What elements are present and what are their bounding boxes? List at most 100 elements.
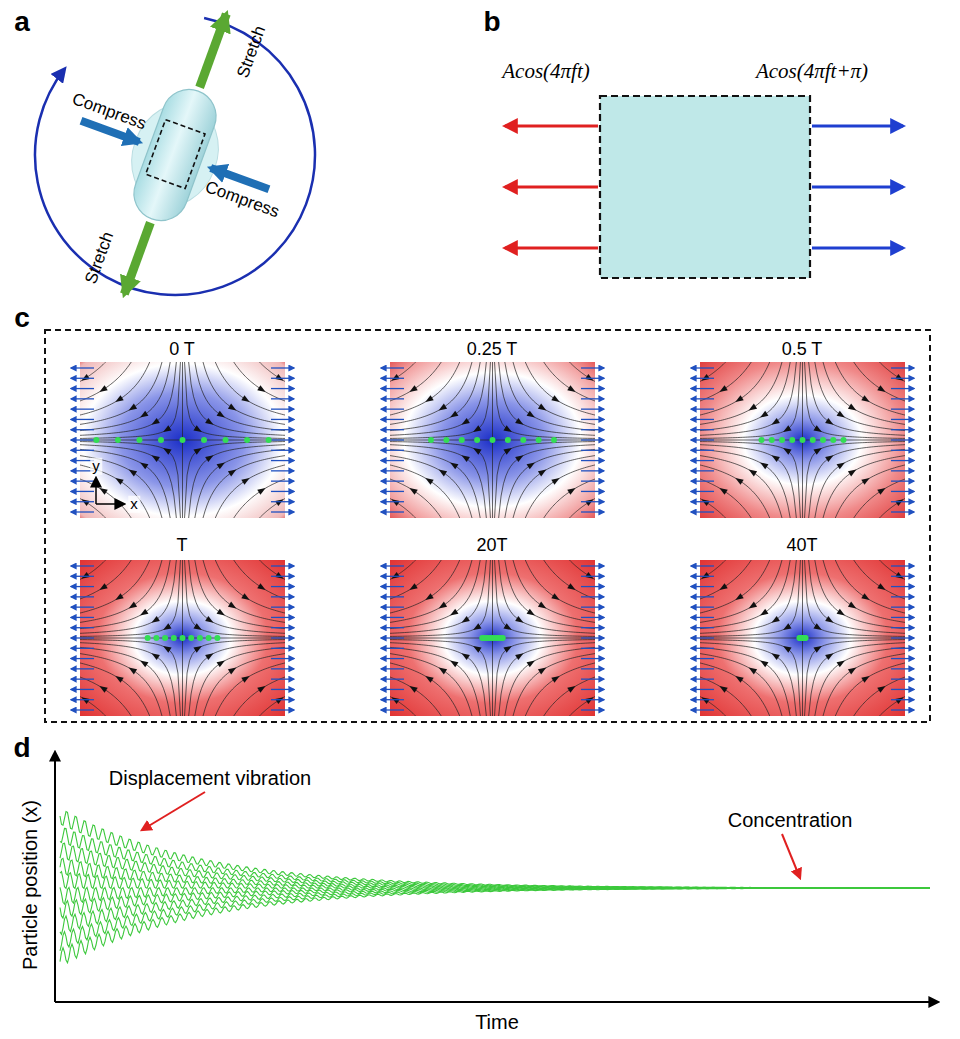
streamline — [80, 560, 162, 622]
flow-plot — [691, 560, 914, 716]
pressure-map — [700, 362, 905, 518]
boundary-arrow — [271, 689, 294, 690]
boundary-arrow — [891, 627, 914, 628]
boundary-arrow — [581, 367, 604, 368]
boundary-arrow — [71, 586, 94, 587]
flow-arrowhead — [861, 395, 871, 404]
flow-arrowhead — [460, 616, 470, 625]
streamline — [195, 647, 285, 716]
force-label: Stretch — [234, 23, 270, 80]
streamline — [185, 560, 285, 636]
streamline — [80, 449, 170, 518]
flow-arrowhead — [782, 643, 792, 652]
boundary-arrow — [381, 460, 404, 461]
flow-arrowhead — [538, 665, 548, 674]
panel-label: b — [483, 7, 500, 38]
boundary-arrow — [71, 565, 94, 566]
flow-arrowhead — [527, 658, 537, 667]
streamline — [195, 449, 285, 518]
flow-arrowhead — [527, 609, 537, 618]
flow-arrowhead — [734, 593, 744, 602]
flow-arrowhead — [770, 651, 780, 660]
particle — [803, 635, 809, 641]
flow-arrowhead — [877, 485, 887, 494]
flow-arrowhead — [825, 453, 835, 462]
streamline — [505, 449, 595, 518]
flow-arrowhead — [205, 616, 215, 625]
flow-arrowhead — [770, 418, 780, 427]
streamline — [80, 647, 170, 716]
flow-arrowhead — [448, 411, 458, 420]
force-arrow — [812, 125, 903, 128]
particle — [206, 635, 212, 641]
boundary-arrow — [691, 689, 714, 690]
boundary-arrow — [381, 429, 404, 430]
flow-arrowhead — [758, 460, 768, 469]
streamline — [390, 362, 480, 431]
flow-arrowhead — [825, 418, 835, 427]
boundary-arrow — [71, 648, 94, 649]
streamline — [505, 362, 595, 431]
boundary-arrow — [271, 470, 294, 471]
pressure-map — [390, 560, 595, 716]
boundary-arrow — [691, 511, 714, 512]
capsule — [126, 82, 223, 228]
streamlines — [390, 362, 595, 518]
flow-arrowhead — [813, 643, 823, 652]
boundary-arrow — [581, 689, 604, 690]
boundary-arrow — [71, 367, 94, 368]
boundary-arrow — [271, 511, 294, 512]
particle — [500, 635, 506, 641]
streamline — [513, 654, 595, 716]
boundary-arrow — [891, 470, 914, 471]
boundary-arrow — [71, 709, 94, 710]
boundary-arrow — [581, 419, 604, 420]
particle — [505, 437, 511, 443]
streamline — [203, 362, 285, 424]
boundary-arrow — [381, 689, 404, 690]
flow-arrowhead — [718, 683, 728, 692]
flow-arrowhead — [527, 460, 537, 469]
pressure-map — [700, 560, 905, 716]
streamline — [80, 362, 176, 435]
streamline — [505, 560, 595, 629]
force-arrow — [505, 125, 598, 128]
particle-trajectory — [60, 888, 930, 951]
boundary-arrow — [271, 480, 294, 481]
streamline — [80, 560, 170, 629]
boundary-arrow — [71, 668, 94, 669]
flow-arrowhead — [98, 485, 108, 494]
axis-label: x — [128, 496, 140, 513]
fluid-region — [600, 96, 810, 278]
streamline — [80, 442, 180, 518]
flow-arrowhead — [448, 658, 458, 667]
flow-arrowhead — [408, 683, 418, 692]
flow-arrowhead — [503, 643, 513, 652]
boundary-arrow — [271, 388, 294, 389]
boundary-arrow — [581, 606, 604, 607]
flow-arrowhead — [98, 385, 108, 394]
flow-arrowhead — [718, 485, 728, 494]
particle — [153, 635, 159, 641]
flow-arrowhead — [770, 453, 780, 462]
boundary-arrow — [891, 637, 914, 638]
flow-arrowhead — [551, 475, 561, 484]
boundary-arrow — [271, 668, 294, 669]
flow-arrowhead — [837, 609, 847, 618]
flow-arrowhead — [747, 602, 757, 611]
flow-arrowhead — [162, 643, 172, 652]
particle — [443, 437, 449, 443]
boundary-arrow — [71, 627, 94, 628]
boundary-arrow — [271, 576, 294, 577]
boundary-arrow — [691, 491, 714, 492]
boundary-arrow — [691, 699, 714, 700]
flow-arrowhead — [734, 673, 744, 682]
boundary-arrow — [381, 501, 404, 502]
boundary-arrow — [581, 658, 604, 659]
boundary-arrow — [691, 367, 714, 368]
flow-arrowhead — [217, 658, 227, 667]
time-label: T — [177, 536, 188, 556]
boundary-arrow — [891, 658, 914, 659]
flow-arrowhead — [193, 425, 203, 434]
flow-arrowhead — [747, 404, 757, 413]
